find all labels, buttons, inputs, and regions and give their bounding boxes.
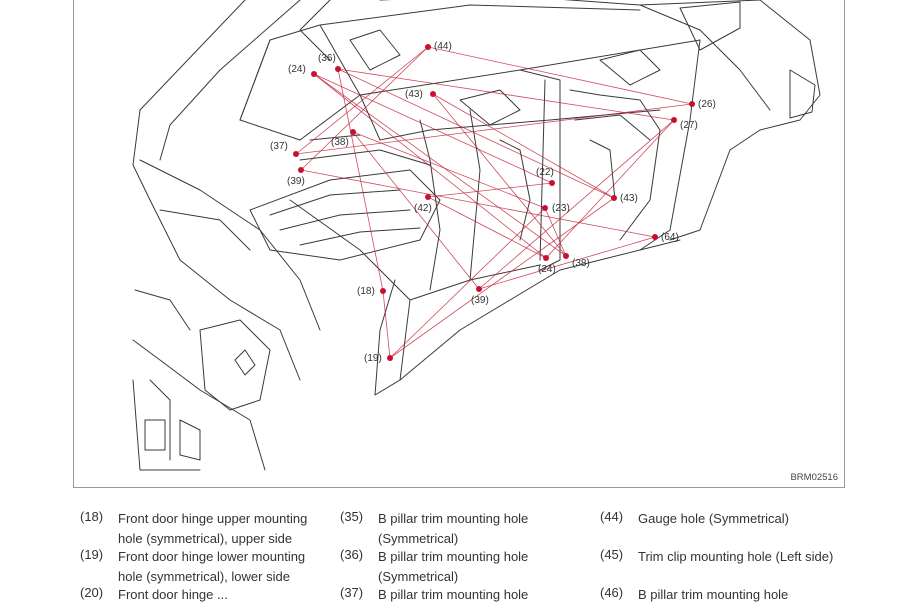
callout-label: (23) [552,203,570,214]
leader-line [478,236,656,290]
callout-dot [476,286,482,292]
leader-line [478,119,675,290]
legend-item-number: (20) [80,585,104,600]
callout-labels: (44) (36) (24) (43) (26)(27) (38) (37) (39) (22)… [270,41,716,364]
leader-line [352,131,546,209]
callout-label: (24) [538,264,556,275]
callout-dot [311,71,317,77]
callout-label: (38) [331,137,349,148]
legend-item-text: Front door hinge upper mounting [118,511,308,526]
callout-label: (38) [572,258,590,269]
callout-dot [430,91,436,97]
callout-leader-lines [295,46,693,359]
callout-label: (39) [287,176,305,187]
leader-line [300,46,429,171]
callout-label: (19) [364,353,382,364]
legend-item-number: (44) [600,509,624,524]
callout-dot [298,167,304,173]
callout-dot [611,195,617,201]
callout-dot [689,101,695,107]
callout-label: (36) [318,53,336,64]
leader-line [432,93,567,257]
callout-label: (64) [661,232,679,243]
callout-label: (24) [288,64,306,75]
callout-label: (18) [357,286,375,297]
leader-line [352,131,480,290]
callout-label: (42) [414,203,432,214]
leader-line [313,73,547,259]
callout-label: (44) [434,41,452,52]
body-outline [132,0,821,471]
legend-item-number: (36) [340,547,364,562]
legend-item-text: B pillar trim mounting hole [378,587,529,602]
leader-line [427,182,553,198]
callout-label: (43) [620,193,638,204]
callout-label: (39) [471,295,489,306]
parts-legend: (18) Front door hinge upper mounting hole … [80,509,834,602]
leader-line [427,46,693,105]
legend-item-text: B pillar trim mounting hole [378,511,529,526]
callout-dot [543,255,549,261]
callout-dot [652,234,658,240]
figure-frame: BRM02516 [73,0,845,488]
legend-item-text: hole (symmetrical), upper side [118,531,293,546]
leader-line [313,73,553,184]
callout-label: (26) [698,99,716,110]
legend-item-text: Trim clip mounting hole (Left side) [638,549,834,564]
callout-dot [293,151,299,157]
callout-dot [335,66,341,72]
legend-item-number: (35) [340,509,364,524]
leader-line [545,119,675,259]
legend-item-text: (Symmetrical) [378,531,459,546]
legend-item-number: (18) [80,509,104,524]
leader-line [382,290,391,359]
legend-item-text: Front door hinge lower mounting [118,549,306,564]
legend-item-text: (Symmetrical) [378,569,459,584]
legend-item-number: (45) [600,547,624,562]
legend-item-text: B pillar trim mounting hole [378,549,529,564]
legend-item-text: Gauge hole (Symmetrical) [638,511,789,526]
callout-dot [542,205,548,211]
leader-line [300,169,656,238]
legend-item-text: Front door hinge ... [118,587,228,602]
callout-dot [563,253,569,259]
leader-line [295,103,693,155]
leader-line [389,207,546,359]
legend-item-number: (37) [340,585,364,600]
leader-line [337,68,675,121]
callout-dot [387,355,393,361]
leader-line [337,68,615,199]
legend-item-text: hole (symmetrical), lower side [118,569,290,584]
leader-line [427,196,547,259]
car-body-diagram: (44) (36) (24) (43) (26)(27) (38) (37) (39) (22)… [132,0,821,471]
legend-item-number: (46) [600,585,624,600]
callout-dot [350,129,356,135]
leader-line [337,68,384,292]
legend-item-text: B pillar trim mounting hole [638,587,789,602]
callout-dot [425,194,431,200]
callout-dot [671,117,677,123]
leader-line [544,207,567,257]
callout-label: (27) [680,120,698,131]
leader-line [295,46,429,155]
callout-label: (43) [405,89,423,100]
leader-line [432,93,615,199]
figure-code: BRM02516 [790,472,838,483]
callout-dot [549,180,555,186]
legend-item-number: (19) [80,547,104,562]
leader-line [313,73,567,257]
callout-dot [425,44,431,50]
callout-dot [380,288,386,294]
callout-label: (37) [270,141,288,152]
callout-dots [293,44,695,361]
callout-label: (22) [536,167,554,178]
